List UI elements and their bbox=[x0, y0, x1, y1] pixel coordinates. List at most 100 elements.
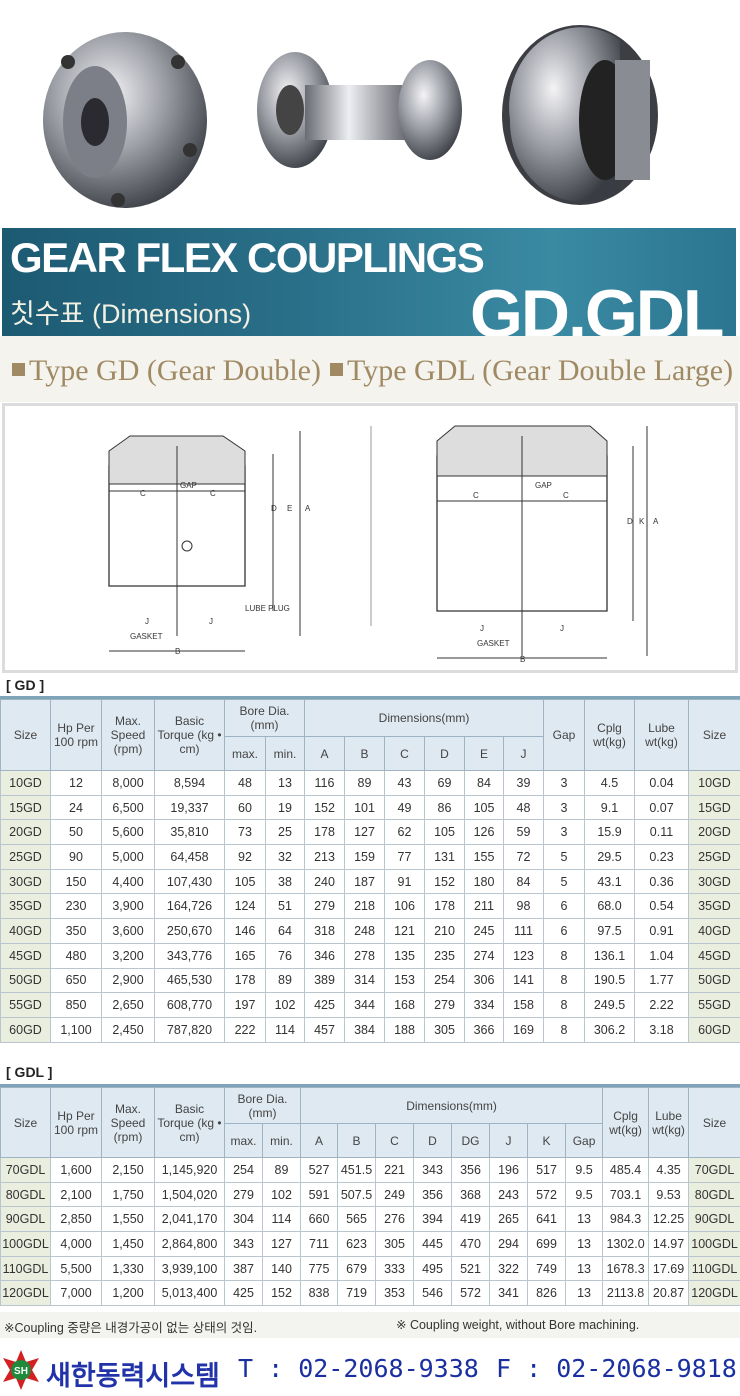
coupling-photo-2 bbox=[257, 52, 462, 168]
table-cell: 43.1 bbox=[584, 868, 635, 895]
gdl-k-label: K bbox=[639, 517, 645, 526]
gdl-j-label-2: J bbox=[560, 624, 564, 633]
table-cell: 425 bbox=[224, 1280, 263, 1307]
table-cell: 89 bbox=[265, 967, 305, 994]
table-cell: 84 bbox=[503, 868, 544, 895]
gd-section-label: [ GD ] bbox=[6, 677, 45, 693]
table-cell: 353 bbox=[375, 1280, 414, 1307]
table-cell: 3 bbox=[543, 794, 585, 821]
table-cell: 127 bbox=[262, 1231, 301, 1257]
table-cell: 38 bbox=[265, 868, 305, 895]
table-cell: 8,594 bbox=[154, 770, 225, 796]
size-cell: 15GD bbox=[0, 794, 51, 821]
table-cell: 419 bbox=[451, 1206, 490, 1233]
table-cell: 19 bbox=[265, 794, 305, 821]
table-cell: 6 bbox=[543, 918, 585, 944]
table-cell: 51 bbox=[265, 893, 305, 920]
table-cell: 480 bbox=[50, 942, 102, 969]
gdl-table: Size Hp Per 100 rpm Max. Speed (rpm) Bas… bbox=[0, 1087, 740, 1307]
table-cell: 366 bbox=[464, 1016, 504, 1043]
table-cell: 1,750 bbox=[101, 1181, 155, 1208]
table-cell: 169 bbox=[503, 1016, 544, 1043]
table-cell: 68.0 bbox=[584, 893, 635, 920]
table-cell: 218 bbox=[344, 893, 385, 920]
table-cell: 105 bbox=[464, 794, 504, 821]
table-cell: 12.25 bbox=[648, 1206, 690, 1233]
table-cell: 158 bbox=[503, 992, 544, 1018]
table-cell: 8,000 bbox=[101, 770, 155, 796]
gdl-header-cplg: Cplg wt(kg) bbox=[602, 1087, 650, 1158]
gdl-header-max: max. bbox=[224, 1123, 263, 1158]
type-gd: Type GD (Gear Double) bbox=[12, 354, 321, 388]
table-cell: 123 bbox=[503, 942, 544, 969]
table-cell: 703.1 bbox=[602, 1181, 650, 1208]
table-cell: 235 bbox=[424, 942, 465, 969]
gdl-header-dims: Dimensions(mm) bbox=[299, 1087, 604, 1124]
table-cell: 5,600 bbox=[101, 819, 155, 846]
gd-c-label: C bbox=[140, 489, 146, 498]
table-cell: 350 bbox=[50, 918, 102, 944]
gd-gap-label: GAP bbox=[180, 481, 197, 490]
table-cell: 3,900 bbox=[101, 893, 155, 920]
size-cell: 70GDL bbox=[688, 1157, 740, 1183]
coupling-photo-1 bbox=[43, 32, 207, 208]
gd-header-c: C bbox=[384, 736, 425, 771]
table-cell: 517 bbox=[527, 1157, 566, 1183]
table-cell: 1,504,020 bbox=[154, 1181, 225, 1208]
table-cell: 12 bbox=[50, 770, 102, 796]
size-cell: 55GD bbox=[688, 992, 740, 1018]
table-cell: 32 bbox=[265, 844, 305, 870]
gdl-header-bore: Bore Dia. (mm) bbox=[224, 1087, 301, 1124]
table-cell: 9.5 bbox=[564, 1181, 604, 1208]
table-cell: 8 bbox=[543, 942, 585, 969]
gd-header-min: min. bbox=[265, 736, 305, 771]
table-cell: 141 bbox=[503, 967, 544, 994]
size-cell: 30GD bbox=[688, 868, 740, 895]
gdl-header-a: A bbox=[300, 1123, 338, 1158]
table-cell: 572 bbox=[451, 1280, 490, 1307]
table-cell: 274 bbox=[464, 942, 504, 969]
size-cell: 10GD bbox=[0, 770, 51, 796]
table-cell: 126 bbox=[464, 819, 504, 846]
size-cell: 35GD bbox=[688, 893, 740, 920]
table-cell: 136.1 bbox=[584, 942, 635, 969]
table-cell: 8 bbox=[543, 967, 585, 994]
table-cell: 0.11 bbox=[634, 819, 689, 846]
size-cell: 20GD bbox=[0, 819, 51, 846]
table-cell: 114 bbox=[265, 1016, 305, 1043]
table-cell: 608,770 bbox=[154, 992, 225, 1018]
gd-header-d: D bbox=[424, 736, 465, 771]
table-cell: 90 bbox=[50, 844, 102, 870]
gd-header-a: A bbox=[304, 736, 345, 771]
gdl-c-label: C bbox=[473, 491, 479, 500]
table-cell: 711 bbox=[300, 1231, 338, 1257]
table-cell: 278 bbox=[344, 942, 385, 969]
note-english: ※ Coupling weight, without Bore machinin… bbox=[396, 1318, 640, 1332]
gd-j-label-2: J bbox=[209, 617, 213, 626]
table-cell: 265 bbox=[489, 1206, 528, 1233]
table-cell: 106 bbox=[384, 893, 425, 920]
gdl-table-topline bbox=[0, 1084, 740, 1087]
table-cell: 250,670 bbox=[154, 918, 225, 944]
table-cell: 1,450 bbox=[101, 1231, 155, 1257]
size-cell: 100GDL bbox=[688, 1231, 740, 1257]
gdl-drawing: GAP C C D K A J J GASKET B bbox=[436, 425, 659, 664]
table-cell: 73 bbox=[224, 819, 266, 846]
table-cell: 48 bbox=[224, 770, 266, 796]
table-cell: 387 bbox=[224, 1255, 263, 1282]
gd-header-speed: Max. Speed (rpm) bbox=[101, 699, 155, 771]
table-cell: 1.04 bbox=[634, 942, 689, 969]
table-cell: 248 bbox=[344, 918, 385, 944]
size-cell: 55GD bbox=[0, 992, 51, 1018]
table-cell: 13 bbox=[564, 1231, 604, 1257]
table-cell: 0.04 bbox=[634, 770, 689, 796]
table-cell: 334 bbox=[464, 992, 504, 1018]
table-cell: 650 bbox=[50, 967, 102, 994]
banner-title: GEAR FLEX COUPLINGS bbox=[10, 234, 485, 281]
table-cell: 2,100 bbox=[50, 1181, 102, 1208]
table-cell: 146 bbox=[224, 918, 266, 944]
